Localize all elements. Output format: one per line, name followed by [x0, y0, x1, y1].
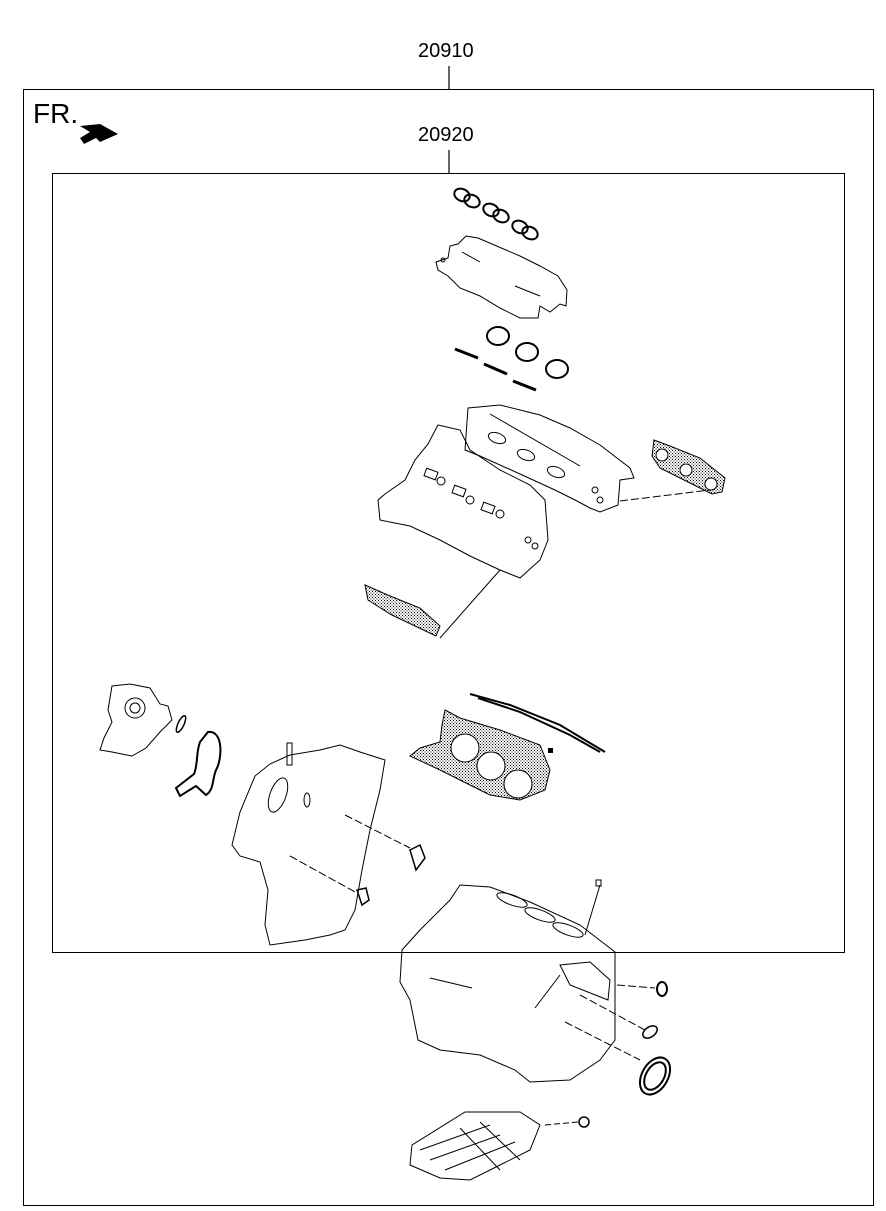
throttle-seal-strips-icon: [454, 347, 537, 392]
intake-port-gaskets-lower-icon: [486, 326, 569, 379]
cover-small-seal-b: [356, 887, 370, 907]
exhaust-manifold-gasket-right-icon: [651, 439, 726, 495]
cover-small-seal-a: [409, 843, 426, 872]
rear-plug-icon: [642, 1025, 658, 1039]
inner-callout-label: 20920: [418, 124, 474, 146]
timing-chain-cover-icon: [231, 742, 386, 946]
engine-block-icon: [399, 879, 616, 1083]
front-arrow-icon: [80, 124, 118, 144]
inner-kit-box: [52, 173, 845, 953]
leader-front-seal: [616, 984, 656, 989]
front-crank-seal-icon: [656, 981, 668, 997]
leader-rear-plug: [579, 994, 646, 1031]
outer-kit-box: [23, 89, 874, 1206]
leader-chain-cover-seal-2: [289, 855, 358, 894]
intake-manifold-plenum-icon: [435, 235, 568, 319]
dowel-pin: [548, 748, 553, 753]
water-pump-icon: [99, 683, 173, 757]
cylinder-head-gasket-second-icon: [469, 693, 606, 753]
outer-callout-label: 20910: [418, 40, 474, 62]
leader-rear-seal: [564, 1021, 641, 1061]
front-direction-label: FR.: [33, 98, 79, 129]
cylinder-head-gasket-icon: [409, 709, 551, 801]
exhaust-manifold-gasket-left-icon: [364, 584, 441, 637]
cylinder-heads-icon: [377, 404, 635, 579]
leader-exhaust-right: [619, 489, 711, 502]
water-pump-o-ring-icon: [175, 714, 187, 734]
drain-plug-washer-icon: [578, 1116, 590, 1128]
intake-port-gaskets-upper-icon: [453, 187, 539, 241]
leader-drain-plug: [544, 1121, 579, 1126]
water-pump-gasket-icon: [174, 731, 222, 798]
leader-exhaust-left: [439, 569, 501, 639]
leader-chain-cover-seal: [344, 814, 411, 849]
rear-crank-seal-icon: [638, 1056, 672, 1096]
oil-pan-icon: [409, 1111, 541, 1181]
